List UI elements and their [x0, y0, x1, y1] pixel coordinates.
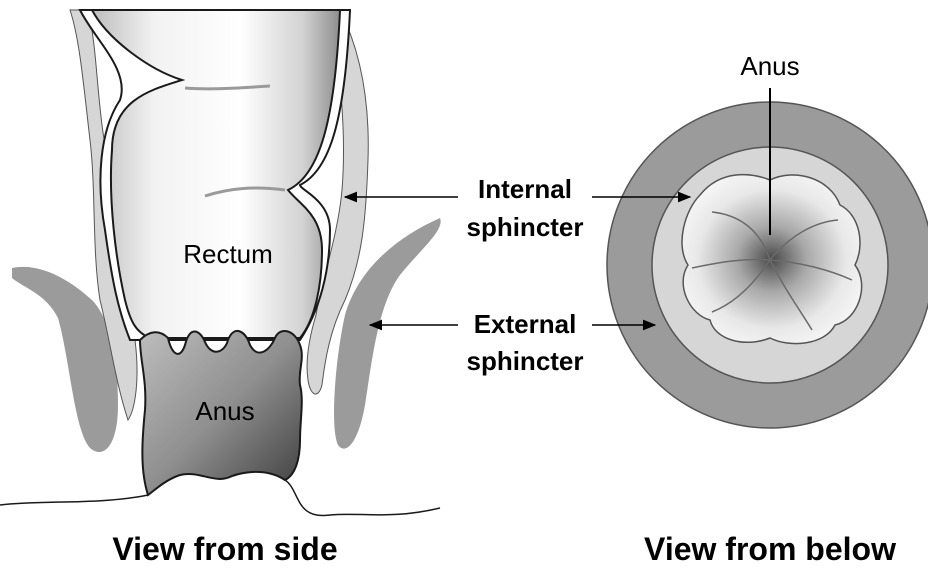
label-rectum: Rectum: [183, 239, 273, 269]
caption-below-view: View from below: [644, 531, 896, 567]
label-internal-sphincter-line2: sphincter: [466, 212, 583, 242]
external-sphincter-callout: External sphincter: [370, 309, 655, 376]
label-external-sphincter-line2: sphincter: [466, 346, 583, 376]
label-anus-side: Anus: [195, 396, 254, 426]
label-anus-below: Anus: [740, 51, 799, 81]
label-internal-sphincter-line1: Internal: [478, 174, 572, 204]
anus-below: [682, 175, 862, 344]
label-external-sphincter-line1: External: [474, 309, 577, 339]
skin-outline: [0, 480, 440, 516]
below-view: Anus: [607, 51, 928, 428]
caption-side-view: View from side: [112, 531, 337, 567]
side-view: Rectum Anus: [0, 10, 441, 516]
